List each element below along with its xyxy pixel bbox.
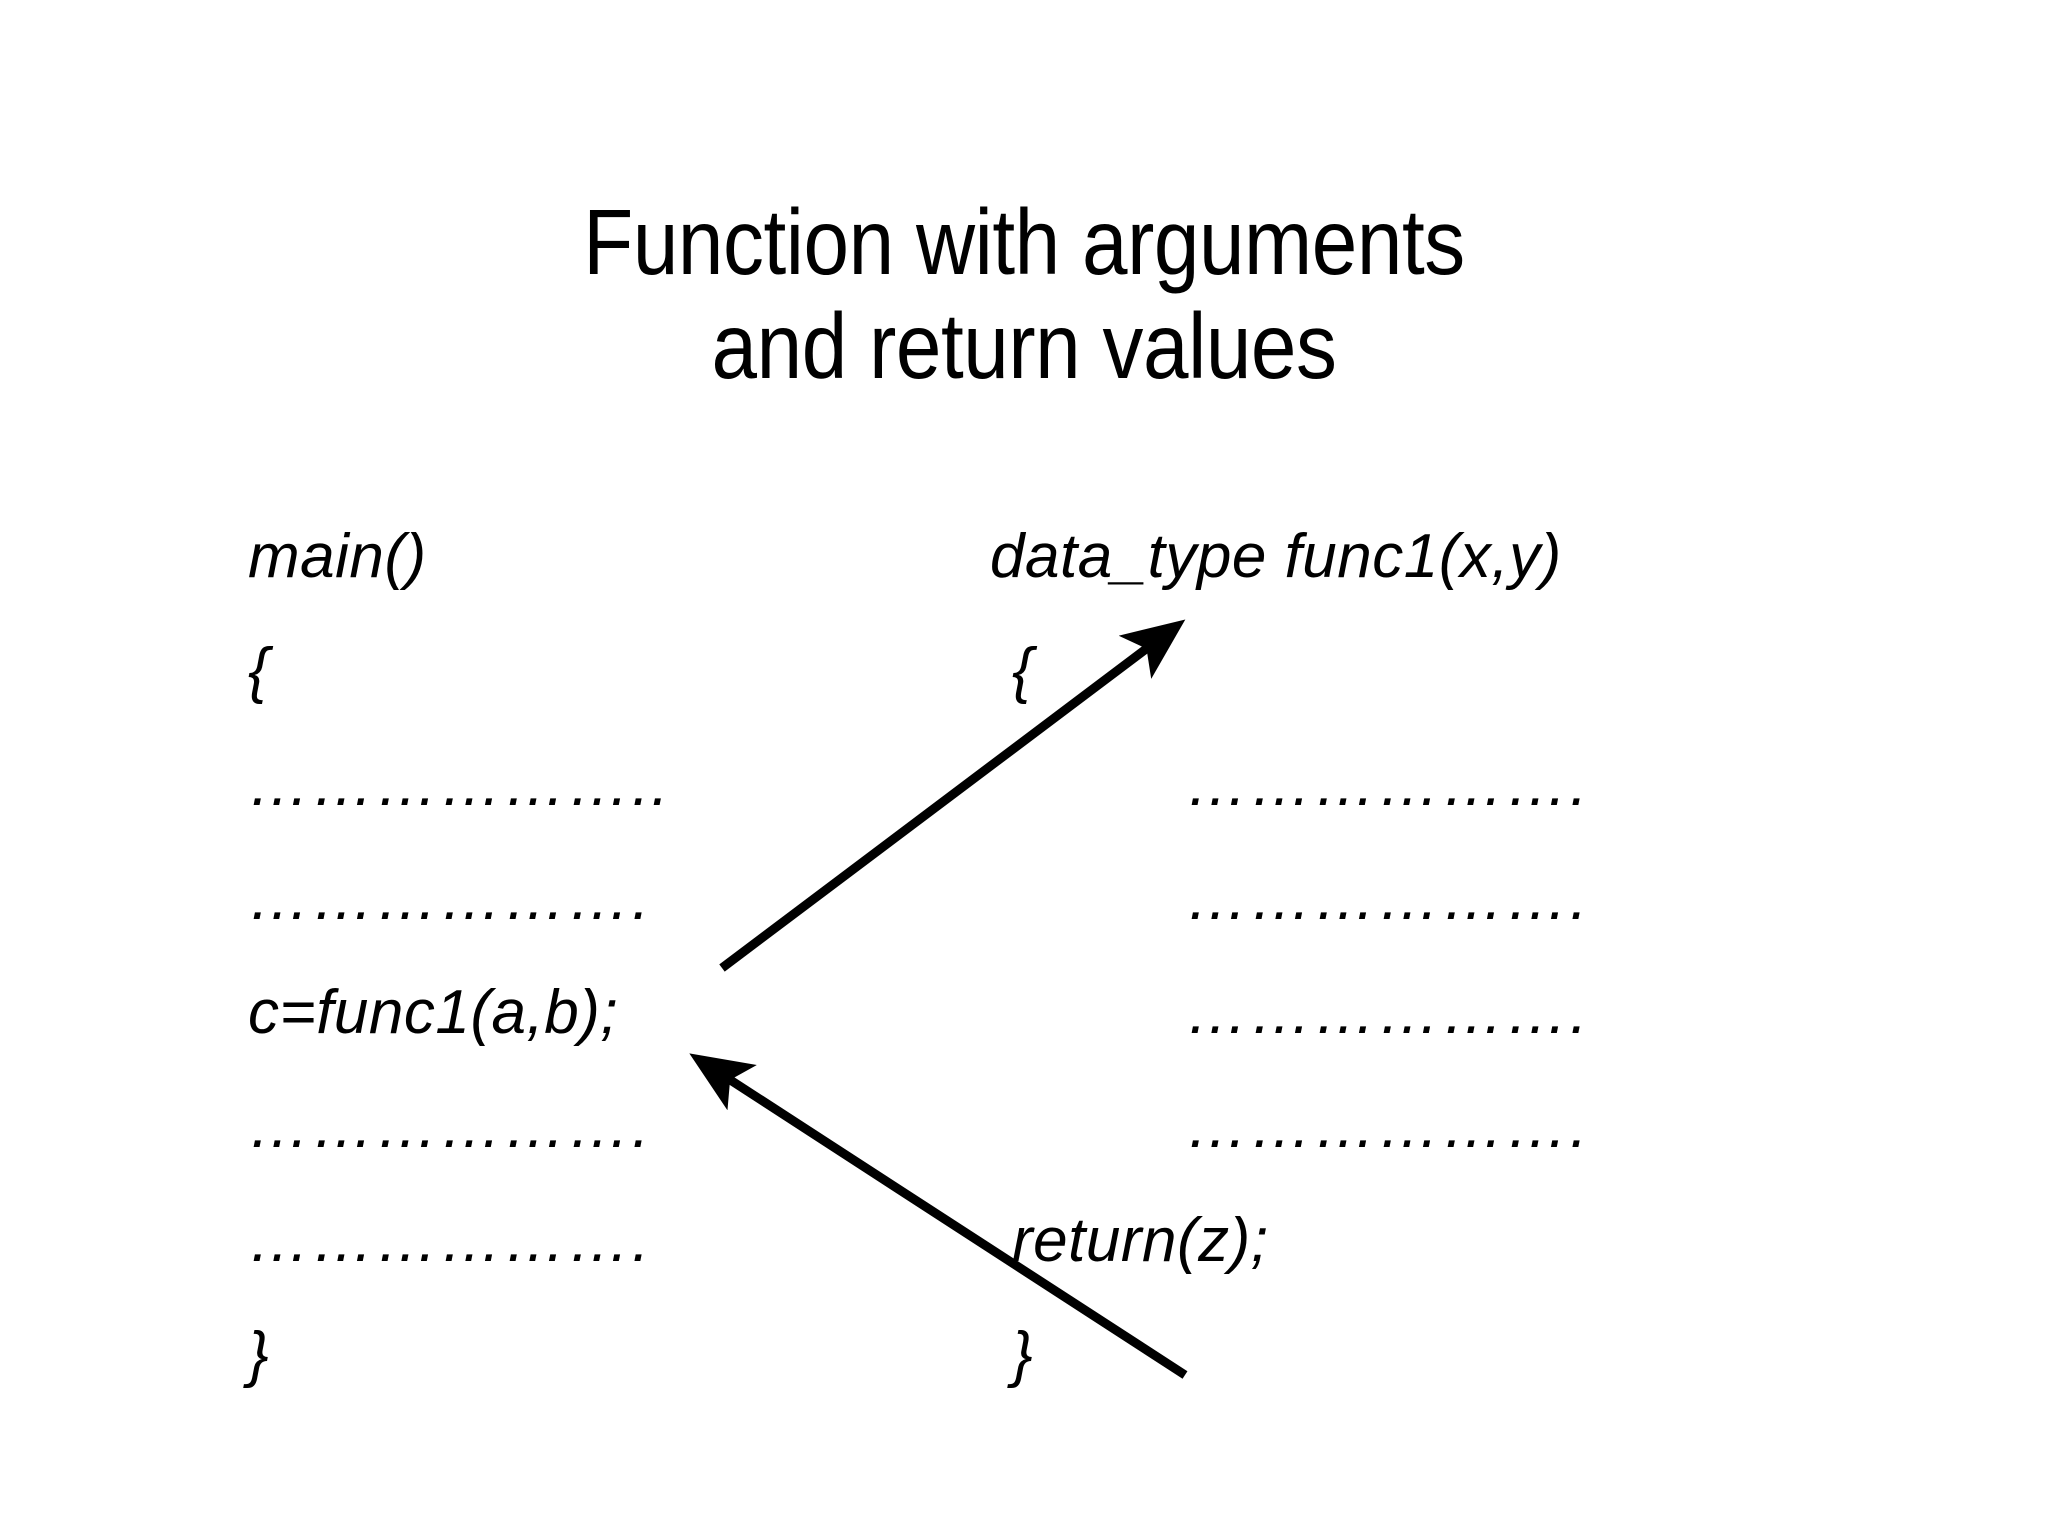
callee-line-return: return(z); xyxy=(1012,1206,1269,1275)
caller-line-close-brace: } xyxy=(248,1320,270,1389)
caller-line-ellipsis-2: ………………. xyxy=(248,864,652,933)
caller-line-function-call: c=func1(a,b); xyxy=(248,978,619,1047)
title-line-2: and return values xyxy=(711,294,1337,399)
page-title: Function with arguments and return value… xyxy=(0,190,2048,398)
caller-line-ellipsis-3: ………………. xyxy=(248,1092,652,1161)
callee-line-ellipsis-3: ………………. xyxy=(1186,978,1590,1047)
callee-line-func1-signature: data_type func1(x,y) xyxy=(990,522,1562,591)
caller-line-open-brace: { xyxy=(248,636,270,705)
caller-line-ellipsis-4: ………………. xyxy=(248,1206,652,1275)
callee-line-ellipsis-4: ………………. xyxy=(1186,1092,1590,1161)
caller-code-block: main() { ……………….. ………………. c=func1(a,b); … xyxy=(248,500,670,1412)
callee-code-block: data_type func1(x,y) { ………………. ………………. …… xyxy=(990,500,1589,1412)
callee-line-open-brace: { xyxy=(1012,636,1034,705)
title-line-1: Function with arguments xyxy=(583,190,1465,294)
caller-line-main-signature: main() xyxy=(248,522,427,591)
callee-line-ellipsis-1: ………………. xyxy=(1186,750,1590,819)
caller-line-ellipsis-1: ……………….. xyxy=(248,750,671,819)
callee-line-ellipsis-2: ………………. xyxy=(1186,864,1590,933)
callee-line-close-brace: } xyxy=(1012,1320,1034,1389)
